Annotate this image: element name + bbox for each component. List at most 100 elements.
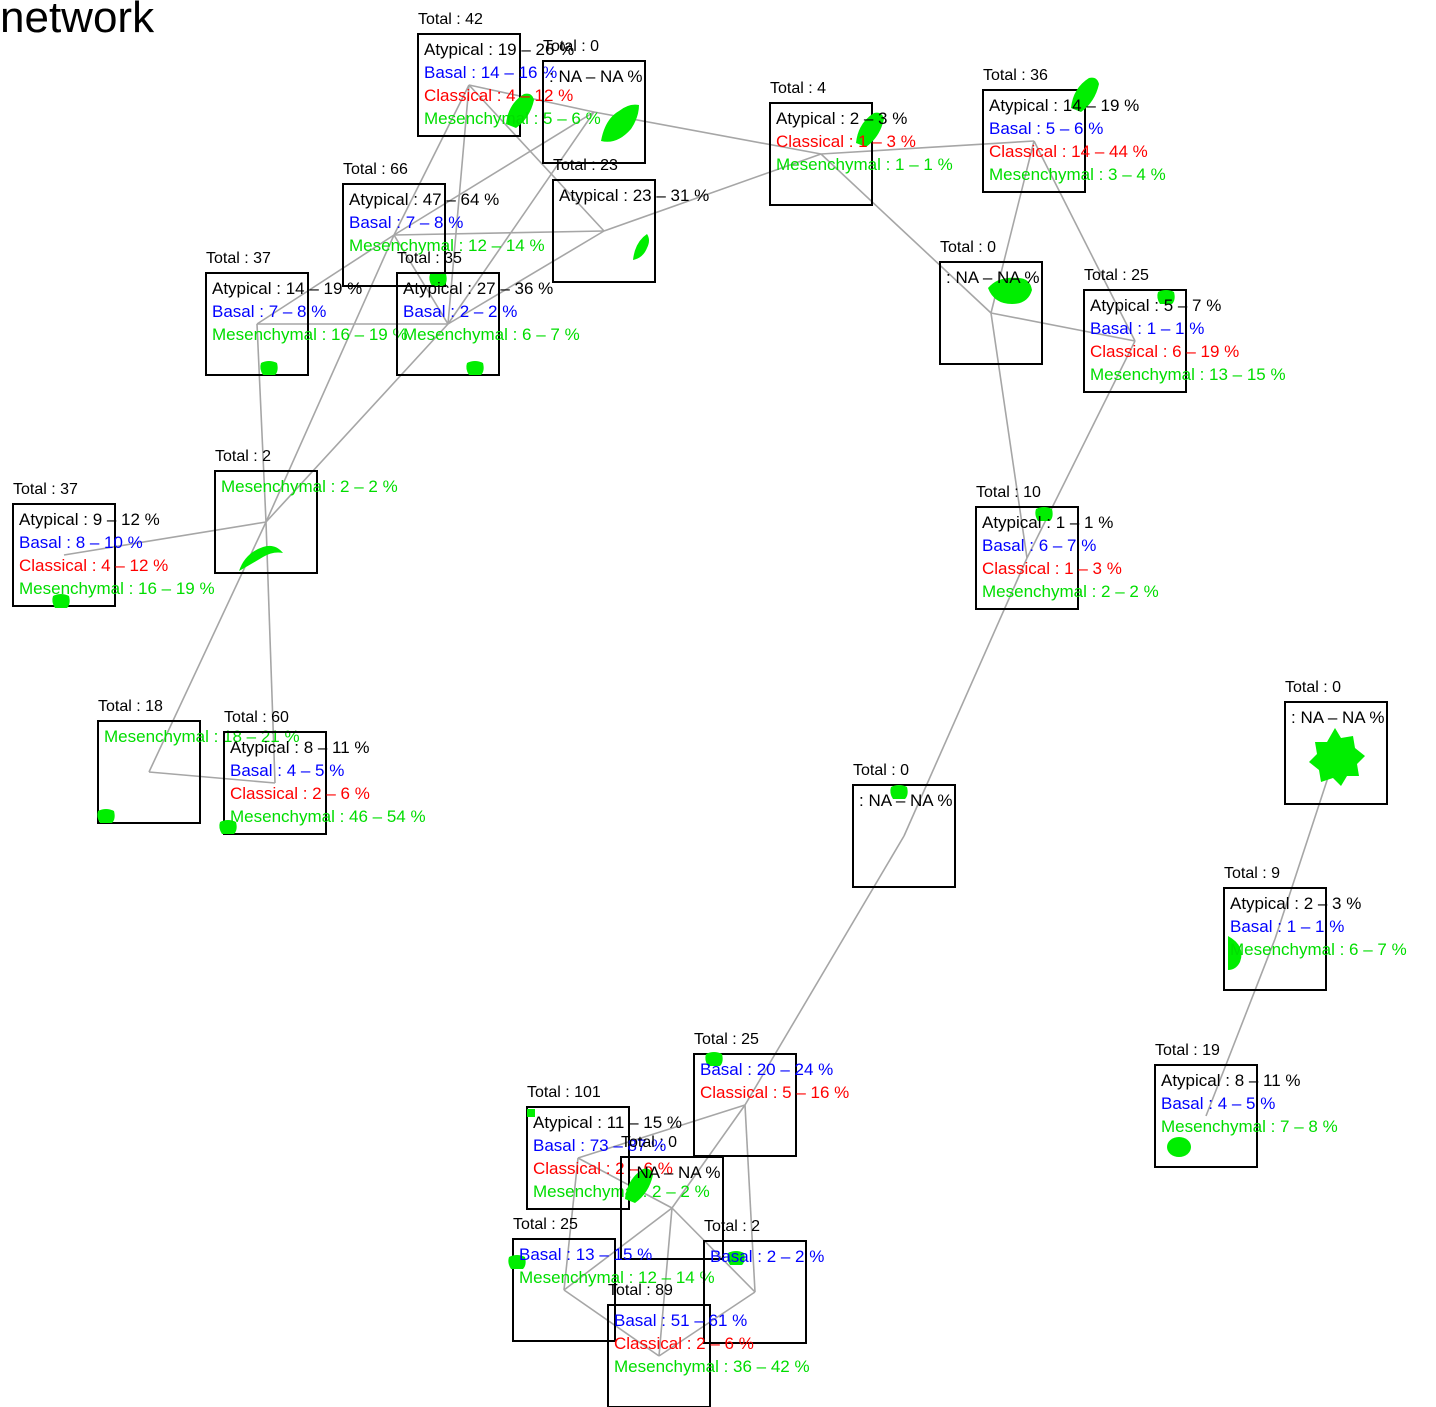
edge-n20-n24 <box>744 1104 756 1293</box>
node-class-line: Atypical : 47 – 64 % <box>349 190 499 209</box>
node-class-line: Classical : 1 – 3 % <box>776 132 916 151</box>
node-n22: Total : 0 : NA – NA % <box>620 1134 724 1260</box>
edge-n16-n20 <box>744 835 905 1106</box>
node-class-line: Classical : 2 – 6 % <box>614 1334 754 1353</box>
node-total-label: Total : 0 <box>1285 679 1341 696</box>
som-blob <box>1167 1137 1191 1157</box>
node-total-label: Total : 36 <box>983 67 1048 84</box>
edge-n4-n10 <box>1033 140 1136 342</box>
som-blob <box>97 809 115 823</box>
node-class-line: Basal : 73 – 87 % <box>533 1136 666 1155</box>
node-class-line: Basal : 2 – 2 % <box>403 302 517 321</box>
edge-n14-n15 <box>148 771 276 784</box>
node-class-line: Atypical : 2 – 3 % <box>776 109 907 128</box>
node-n25: Total : 89 Basal : 51 – 61 % Classical : 2… <box>607 1282 810 1407</box>
node-total-label: Total : 4 <box>770 80 826 97</box>
node-class-line: Atypical : 27 – 36 % <box>403 279 553 298</box>
edge-n17-n18 <box>1274 752 1337 940</box>
edge-n6-n5 <box>393 230 605 236</box>
node-total-label: Total : 0 <box>543 38 599 55</box>
node-class-line: Mesenchymal : 2 – 2 % <box>221 477 398 496</box>
node-class-line: Classical : 1 – 3 % <box>982 559 1122 578</box>
node-box <box>512 1238 616 1342</box>
edge-n11-n15 <box>265 521 276 784</box>
som-blob <box>1309 728 1365 786</box>
node-box <box>1223 887 1327 991</box>
edge-n10-n13 <box>1026 340 1136 559</box>
node-box <box>703 1240 807 1344</box>
node-n9: Total : 0: NA – NA % <box>939 239 1043 365</box>
node-box <box>620 1156 724 1260</box>
node-total-label: Total : 89 <box>608 1282 673 1299</box>
diagram-title: network <box>0 0 155 42</box>
node-class-line: Basal : 4 – 5 % <box>230 761 344 780</box>
node-box <box>97 720 201 824</box>
edge-n11-n12 <box>63 521 267 556</box>
node-total-label: Total : 37 <box>13 481 78 498</box>
node-class-line: : NA – NA % <box>859 791 953 810</box>
edge-n2-n8 <box>447 111 595 325</box>
edge-n5-n8 <box>447 230 605 325</box>
node-box <box>852 784 956 888</box>
node-class-line: Mesenchymal : 46 – 54 % <box>230 807 426 826</box>
node-total-label: Total : 42 <box>418 11 483 28</box>
node-class-line: Classical : 6 – 19 % <box>1090 342 1239 361</box>
som-blob <box>988 277 1032 304</box>
node-class-line: Mesenchymal : 16 – 19 % <box>19 579 215 598</box>
node-class-line: Basal : 51 – 61 % <box>614 1311 747 1330</box>
som-blob <box>1228 936 1242 970</box>
som-blob <box>429 272 447 286</box>
som-blob <box>856 112 884 147</box>
edge-n22-n23 <box>563 1207 673 1291</box>
som-blob <box>239 545 283 571</box>
node-box <box>939 261 1043 365</box>
node-total-label: Total : 0 <box>853 762 909 779</box>
node-box <box>205 272 309 376</box>
node-class-line: Mesenchymal : 7 – 8 % <box>1161 1117 1338 1136</box>
node-n17: Total : 0 : NA – NA % <box>1284 679 1388 805</box>
node-box <box>982 89 1086 193</box>
edge-n23-n25 <box>563 1289 660 1357</box>
node-class-line: Mesenchymal : 16 – 19 % <box>212 325 408 344</box>
node-class-line: Basal : 1 – 1 % <box>1230 917 1344 936</box>
node-total-label: Total : 19 <box>1155 1042 1220 1059</box>
node-box <box>1154 1064 1258 1168</box>
node-box <box>223 731 327 835</box>
edge-n2-n6 <box>393 111 595 236</box>
som-blob <box>527 1109 535 1117</box>
node-class-line: Atypical : 23 – 31 % <box>559 186 709 205</box>
node-total-label: Total : 0 <box>621 1134 677 1151</box>
node-box <box>214 470 318 574</box>
node-total-label: Total : 2 <box>704 1218 760 1235</box>
edge-n22-n24 <box>671 1207 756 1293</box>
node-class-line: Mesenchymal : 6 – 7 % <box>1230 940 1407 959</box>
edge-n21-n22 <box>577 1157 673 1209</box>
node-class-line: Mesenchymal : 6 – 7 % <box>403 325 580 344</box>
node-class-line: : NA – NA % <box>1291 708 1385 727</box>
edge-n18-n19 <box>1205 938 1276 1117</box>
node-class-line: Classical : 14 – 44 % <box>989 142 1148 161</box>
node-total-label: Total : 18 <box>98 698 163 715</box>
edge-n6-n8 <box>393 234 449 325</box>
node-class-line: Classical : 4 – 12 % <box>19 556 168 575</box>
node-class-line: : NA – NA % <box>627 1163 721 1182</box>
node-class-line: Atypical : 8 – 11 % <box>230 738 370 757</box>
som-blob <box>506 93 534 128</box>
som-blob <box>625 1168 653 1203</box>
node-class-line: Basal : 1 – 1 % <box>1090 319 1204 338</box>
som-blob <box>508 1255 526 1269</box>
node-box <box>975 506 1079 610</box>
som-blob <box>633 234 649 260</box>
som-blob <box>52 594 70 608</box>
